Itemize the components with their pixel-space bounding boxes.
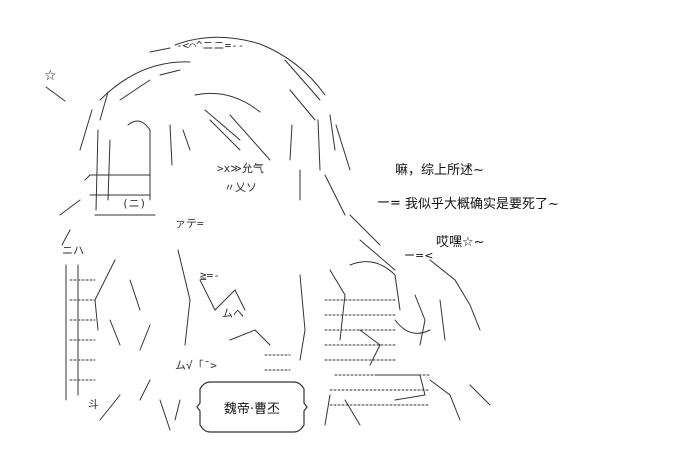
speech-dash-icon: ー=< — [404, 249, 434, 262]
art-text-sfx: >x≫允气 — [217, 162, 264, 175]
art-text-sfx2: 〃乂ソ — [224, 181, 257, 194]
speech-dash-icon: ー= — [377, 196, 401, 211]
art-text-label-a: (ニ) — [122, 197, 147, 210]
name-plate-frame — [196, 381, 308, 433]
art-text-label-c: ニハ — [62, 244, 84, 257]
dialogue-line-3: 哎嘿☆~ — [436, 235, 485, 250]
name-plate-label: 魏帝·曹丕 — [223, 402, 281, 417]
dialogue-line-1: 嘛，综上所述~ — [395, 163, 484, 178]
art-text-label-d: ≧=- — [200, 269, 220, 282]
name-plate: 魏帝·曹丕 — [196, 381, 308, 433]
dialogue-line-2: 我似乎大概确实是要死了~ — [405, 197, 559, 212]
art-text-label-g: 斗 — [88, 398, 99, 411]
art-text-label-b: ァテ= — [175, 217, 204, 230]
star-icon: ☆ — [44, 68, 57, 84]
art-text-label-f: ム√「¯> — [175, 359, 217, 372]
art-text-top: -<⌒^ニニ=-- — [176, 39, 245, 52]
art-text-label-e: ムヘ — [222, 307, 244, 320]
